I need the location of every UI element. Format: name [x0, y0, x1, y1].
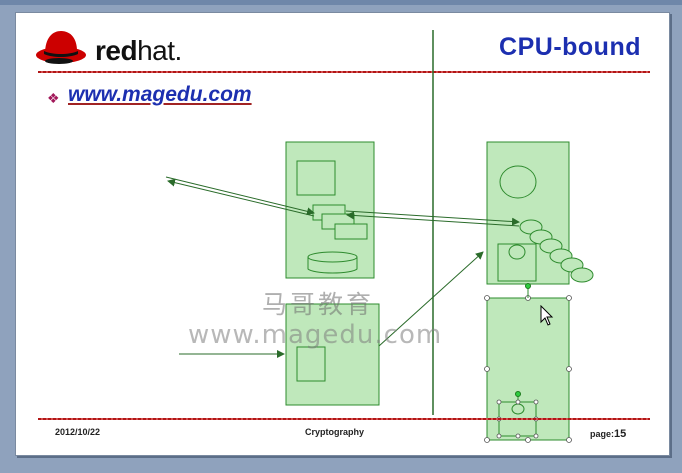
task-box-3	[334, 223, 368, 240]
process-top-square	[296, 160, 336, 196]
footer-page: page:15	[590, 428, 626, 440]
footer-divider	[38, 418, 650, 420]
page-number: 15	[614, 428, 627, 440]
cpu-bound-diagram	[165, 30, 594, 443]
move-cursor-icon	[540, 305, 554, 326]
rotate-handle	[525, 283, 531, 289]
page-label: page:	[590, 429, 615, 439]
footer-date: 2012/10/22	[55, 427, 101, 437]
cpu-square	[497, 243, 537, 282]
slide-title: CPU-bound	[499, 33, 641, 61]
cpu-block-bottom	[486, 297, 570, 441]
magedu-link[interactable]: www.magedu.com	[68, 83, 252, 106]
redhat-logo-text: redhat.	[95, 35, 182, 66]
watermark-url: www.magedu.com	[188, 320, 443, 350]
header-divider	[38, 71, 650, 73]
redhat-logo-icon	[36, 31, 86, 64]
diamond-bullet-icon: ❖	[47, 90, 60, 106]
window-frame	[0, 0, 682, 5]
footer-title: Cryptography	[305, 427, 365, 437]
watermark-chinese: 马哥教育	[262, 290, 375, 319]
cpu-circle	[499, 165, 537, 199]
slide[interactable]: redhat. CPU-bound ❖ www.magedu.com	[15, 12, 670, 456]
runqueue-ellipse	[570, 267, 594, 283]
process-bottom-square	[296, 346, 326, 382]
